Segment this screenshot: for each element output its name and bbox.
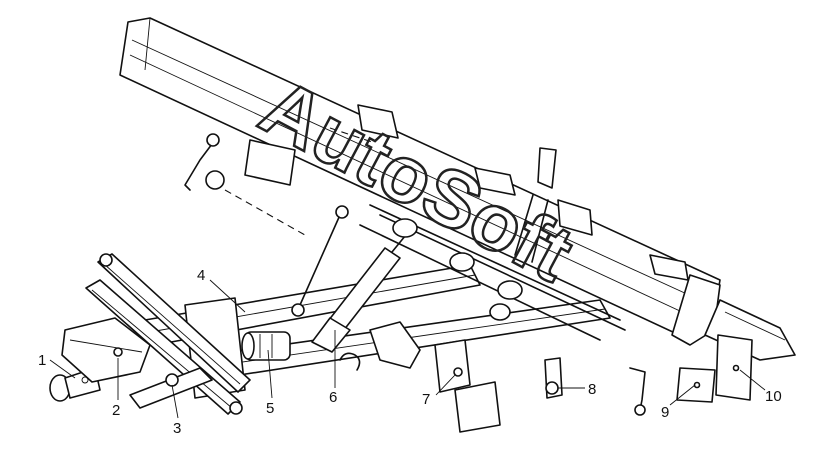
callout-3: 3 — [173, 420, 181, 437]
callout-6: 6 — [329, 389, 337, 406]
watermark-text: AutoSoft — [247, 61, 587, 298]
part-7-plate — [434, 339, 501, 433]
part-5-motor — [241, 331, 291, 361]
part-2-housing — [61, 317, 151, 383]
part-10-plate — [715, 334, 753, 401]
tension-rods — [359, 204, 626, 341]
callout-8: 8 — [588, 381, 596, 398]
callout-5: 5 — [266, 400, 274, 417]
rail-brackets — [244, 104, 689, 281]
gas-strut — [311, 229, 411, 353]
hanging-link — [291, 205, 349, 317]
hanging-hook — [629, 367, 646, 416]
callout-2: 2 — [112, 402, 120, 419]
center-clamp — [339, 321, 421, 371]
callout-9: 9 — [661, 404, 669, 421]
callout-7: 7 — [422, 391, 430, 408]
callout-leaders — [49, 279, 766, 419]
callout-4: 4 — [197, 267, 205, 284]
upper-left-lever — [184, 127, 373, 236]
callout-1: 1 — [38, 352, 46, 369]
callout-10: 10 — [765, 388, 782, 405]
part-8-hook — [544, 357, 563, 399]
part-9-plate — [676, 367, 716, 403]
